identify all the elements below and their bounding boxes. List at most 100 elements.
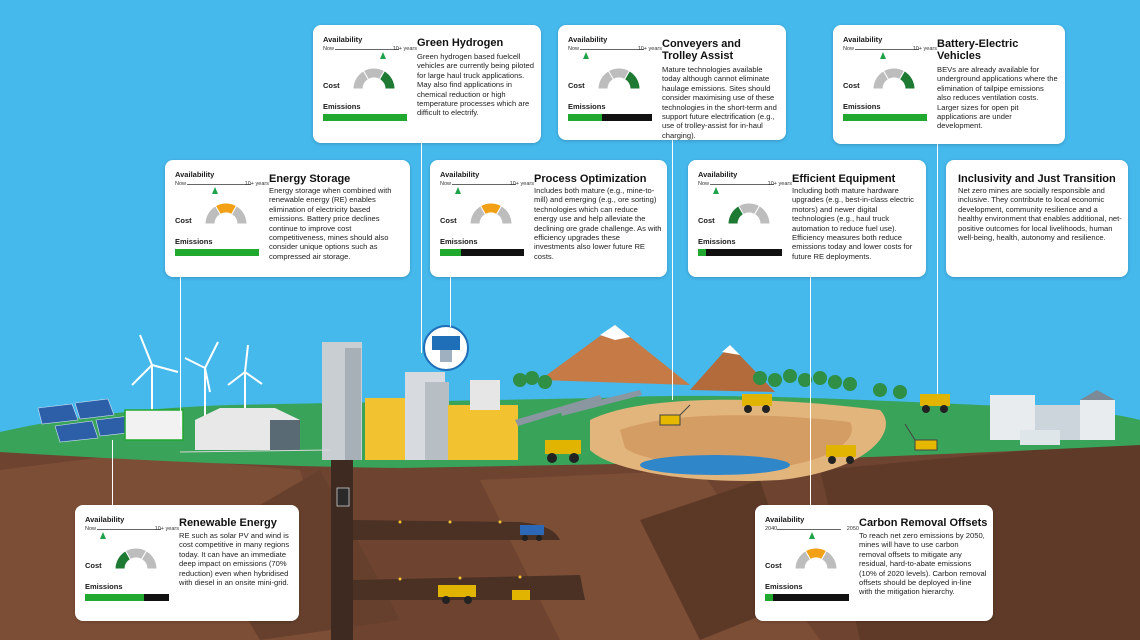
availability-scale: Now 10+ years [843,46,937,60]
emissions-label: Emissions [323,102,361,111]
connector-line [180,277,181,427]
card-energy-storage: Availability Now 10+ years Cost Emission… [165,160,410,277]
availability-marker [379,52,386,59]
indicator-panel: Availability 2040 2050 Cost Emissions [765,515,859,601]
scale-end-label: 10+ years [912,46,937,52]
haul-trucks [545,394,950,464]
emissions-label: Emissions [843,102,881,111]
connector-line [421,143,422,353]
scale-end-label: 10+ years [392,46,417,52]
emissions-bar [175,249,259,256]
availability-marker [212,187,219,194]
card-title: Renewable Energy [179,517,277,529]
gauge-segment-high [623,70,641,90]
card-description: Green hydrogen based fuelcell vehicles a… [417,52,534,118]
scale-end-label: 10+ years [154,526,179,532]
gauge-segment-high [230,205,248,225]
indicator-panel: Availability Now 10+ years Cost Emission… [323,35,417,121]
availability-label: Availability [175,170,215,179]
card-title: Green Hydrogen [417,37,504,49]
emissions-bar [843,114,927,121]
card-conveyers-trolley: Availability Now 10+ years Cost Emission… [558,25,786,140]
cost-gauge [204,202,248,225]
cost-label: Cost [175,216,192,225]
gauge-segment-high [753,205,771,225]
gauge-segment-high [378,70,396,90]
scale-end-label: 2050 [846,526,859,532]
availability-marker [808,532,815,539]
emissions-bar-fill [440,249,461,256]
availability-label: Availability [765,515,805,524]
underground-tunnels [353,520,560,540]
emissions-bar-fill [568,114,602,121]
scale-start-label: Now [440,181,452,187]
availability-scale: Now 10+ years [85,526,179,540]
card-title: Energy Storage [269,173,351,185]
scale-start-label: Now [568,46,580,52]
card-description: Net zero mines are socially responsible … [958,186,1122,243]
emissions-bar [568,114,652,121]
availability-marker [880,52,887,59]
indicator-panel: Availability Now 10+ years Cost Emission… [440,170,534,256]
availability-label: Availability [568,35,608,44]
power-line [179,449,331,453]
gauge-segment-high [898,70,916,90]
emissions-bar-fill [323,114,407,121]
cost-gauge [352,67,396,90]
availability-marker [454,187,461,194]
indicator-panel: Availability Now 10+ years Cost Emission… [568,35,662,121]
battery-storage [124,409,184,441]
cost-label: Cost [568,81,585,90]
scale-start-label: Now [843,46,855,52]
emissions-label: Emissions [175,237,213,246]
emissions-label: Emissions [568,102,606,111]
cost-gauge [872,67,916,90]
scale-end-label: 10+ years [767,181,792,187]
card-title: Conveyers and Trolley Assist [662,38,741,62]
cost-label: Cost [765,561,782,570]
card-green-hydrogen: Availability Now 10+ years Cost Emission… [313,25,541,143]
cost-label: Cost [85,561,102,570]
emissions-bar-fill [698,249,707,256]
availability-label: Availability [85,515,125,524]
cost-label: Cost [440,216,457,225]
scale-start-label: Now [85,526,97,532]
availability-marker [582,52,589,59]
excavators [659,404,938,451]
connector-line [672,140,673,400]
availability-scale: Now 10+ years [440,181,534,195]
cost-label: Cost [323,81,340,90]
mine-shaft [331,460,353,640]
scale-end-label: 10+ years [244,181,269,187]
connector-line [810,277,811,505]
gauge-segment-high [495,205,513,225]
town-buildings [990,390,1115,445]
availability-label: Availability [440,170,480,179]
card-title: Efficient Equipment [792,173,896,185]
scale-start-label: 2040 [765,526,778,532]
scale-start-label: Now [175,181,187,187]
connector-line [450,277,451,327]
card-description: Energy storage when combined with renewa… [269,186,392,261]
emissions-bar-fill [175,249,259,256]
cost-gauge [727,202,771,225]
cost-gauge [469,202,513,225]
tree-line [513,369,907,399]
availability-label: Availability [698,170,738,179]
card-title: Process Optimization [534,173,647,185]
scale-start-label: Now [698,181,710,187]
card-battery-electric-vehicles: Availability Now 10+ years Cost Emission… [833,25,1065,144]
card-description: To reach net zero emissions by 2050, min… [859,531,987,597]
emissions-bar [765,594,849,601]
cost-label: Cost [843,81,860,90]
card-efficient-equipment: Availability Now 10+ years Cost Emission… [688,160,926,277]
availability-scale: Now 10+ years [323,46,417,60]
scale-end-label: 10+ years [509,181,534,187]
emissions-label: Emissions [698,237,736,246]
indicator-panel: Availability Now 10+ years Cost Emission… [698,170,792,256]
card-title: Battery-Electric Vehicles [937,38,1019,62]
cost-gauge [114,547,158,570]
card-title: Inclusivity and Just Transition [958,173,1116,185]
scale-end-label: 10+ years [637,46,662,52]
indicator-panel: Availability Now 10+ years Cost Emission… [843,35,937,121]
